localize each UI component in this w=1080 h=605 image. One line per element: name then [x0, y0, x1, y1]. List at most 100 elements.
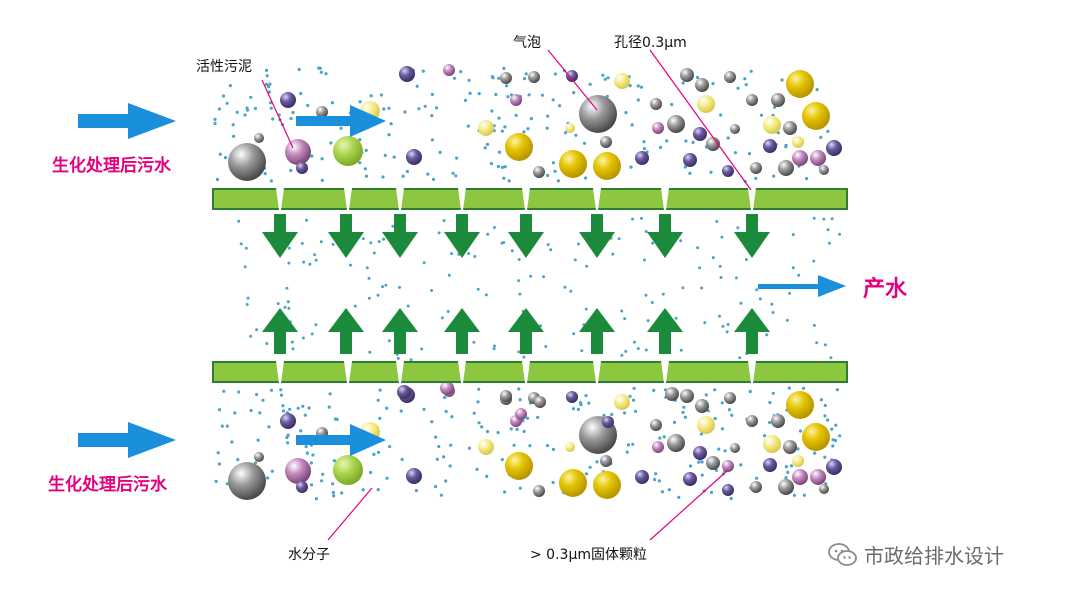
water-molecule-dot: [431, 177, 436, 181]
water-molecule-dot: [529, 117, 534, 121]
particle-yellow: [559, 469, 587, 497]
water-molecule-dot: [763, 434, 767, 438]
membrane-top: [212, 188, 848, 210]
particle-gray: [778, 160, 794, 176]
particle-yellow: [786, 70, 814, 98]
water-molecule-dot: [681, 410, 685, 414]
water-molecule-dot: [660, 490, 665, 494]
water-molecule-dot: [672, 420, 677, 424]
water-molecule-dot: [744, 258, 748, 261]
water-molecule-dot: [299, 91, 303, 96]
particle-purple: [826, 140, 842, 156]
water-molecule-dot: [522, 130, 526, 134]
membrane-pore: [344, 188, 352, 210]
particle-gray: [778, 479, 794, 495]
water-molecule-dot: [367, 276, 371, 280]
arrow-head: [579, 308, 615, 332]
water-molecule-dot: [246, 296, 250, 300]
water-molecule-dot: [492, 347, 496, 351]
water-molecule-dot: [546, 114, 550, 118]
membrane-pore: [522, 188, 530, 210]
water-molecule-dot: [792, 493, 797, 497]
water-molecule-dot: [434, 435, 438, 439]
water-molecule-dot: [455, 156, 459, 160]
membrane-pore: [661, 361, 669, 383]
water-molecule-dot: [285, 286, 289, 290]
water-molecule-dot: [667, 488, 672, 492]
membrane-pore: [276, 361, 284, 383]
water-molecule-dot: [720, 401, 724, 405]
water-molecule-dot: [230, 440, 234, 444]
water-molecule-dot: [237, 219, 241, 223]
water-molecule-dot: [256, 438, 260, 442]
water-molecule-dot: [657, 479, 662, 483]
leader-bubble: [547, 49, 598, 111]
water-molecule-dot: [382, 107, 386, 111]
water-molecule-dot: [466, 124, 470, 128]
water-molecule-dot: [515, 427, 519, 431]
arrow-shaft: [394, 214, 406, 234]
water-molecule-dot: [784, 145, 788, 149]
arrow-head: [328, 308, 364, 332]
water-molecule-dot: [784, 465, 789, 469]
water-molecule-dot: [640, 216, 643, 220]
water-molecule-dot: [415, 84, 419, 88]
water-molecule-dot: [709, 170, 713, 174]
water-molecule-dot: [477, 92, 481, 96]
water-molecule-dot: [297, 67, 301, 72]
water-molecule-dot: [483, 146, 487, 150]
particle-purple: [693, 446, 707, 460]
water-molecule-dot: [636, 84, 640, 88]
water-molecule-dot: [365, 266, 369, 270]
water-molecule-dot: [442, 219, 446, 223]
water-molecule-dot: [718, 264, 722, 268]
water-molecule-dot: [497, 76, 501, 80]
membrane-bar: [212, 361, 848, 383]
filtration-arrow-up: [508, 308, 544, 354]
water-molecule-dot: [443, 395, 447, 400]
water-molecule-dot: [733, 151, 738, 155]
water-molecule-dot: [512, 443, 516, 447]
particle-pink: [440, 381, 454, 395]
particle-gray: [771, 93, 785, 107]
particle-gray: [600, 136, 612, 148]
water-molecule-dot: [287, 246, 291, 250]
water-molecule-dot: [269, 179, 273, 183]
water-molecule-dot: [838, 434, 842, 438]
water-molecule-dot: [556, 179, 561, 183]
water-molecule-dot: [573, 258, 577, 262]
water-molecule-dot: [768, 420, 772, 425]
water-molecule-dot: [636, 347, 640, 350]
water-molecule-dot: [358, 138, 362, 142]
water-molecule-dot: [503, 165, 507, 169]
water-molecule-dot: [396, 356, 400, 360]
particle-purple: [683, 153, 697, 167]
water-molecule-dot: [253, 106, 257, 111]
arrow-head: [508, 308, 544, 332]
water-molecule-dot: [665, 139, 669, 143]
water-molecule-dot: [684, 139, 688, 143]
water-molecule-dot: [369, 94, 373, 98]
arrow-shaft: [746, 214, 758, 234]
water-molecule-dot: [369, 241, 373, 245]
particle-gray: [600, 455, 612, 467]
water-molecule-dot: [283, 305, 287, 309]
water-molecule-dot: [651, 241, 655, 245]
water-molecule-dot: [271, 117, 275, 121]
water-molecule-dot: [477, 421, 481, 425]
water-molecule-dot: [399, 409, 403, 413]
water-molecule-dot: [631, 398, 636, 402]
water-molecule-dot: [787, 386, 791, 390]
water-molecule-dot: [755, 288, 759, 292]
particle-gray: [533, 166, 545, 178]
water-molecule-dot: [497, 116, 501, 120]
particle-yellow: [593, 152, 621, 180]
water-molecule-dot: [564, 131, 568, 135]
label-pore-size: 孔径0.3μm: [614, 35, 687, 51]
water-molecule-dot: [658, 145, 663, 150]
particle-pink: [722, 460, 734, 472]
water-molecule-dot: [551, 98, 555, 102]
water-molecule-dot: [514, 113, 518, 117]
particle-gray: [783, 440, 797, 454]
particle-pale: [792, 136, 804, 148]
